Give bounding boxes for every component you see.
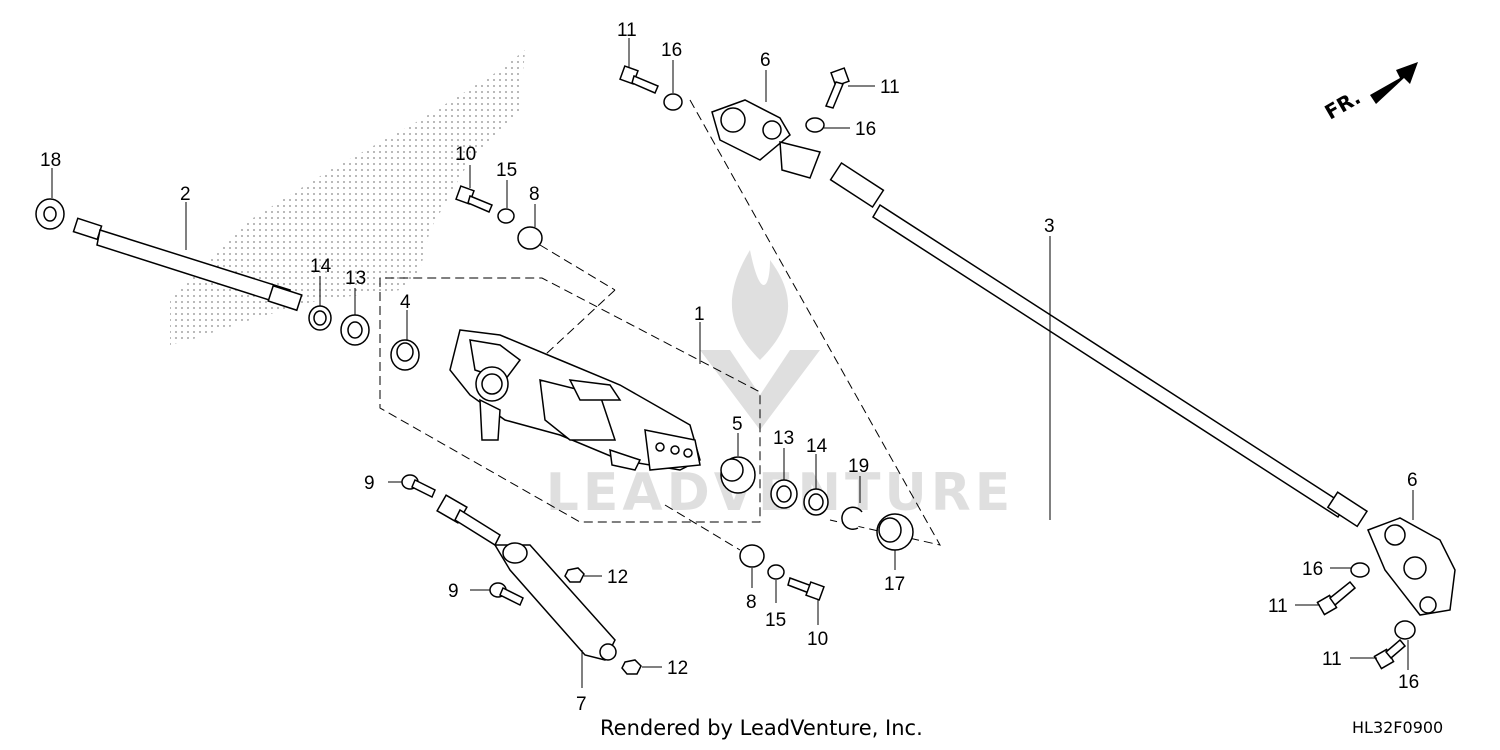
bolt-11-lower-right [1373, 638, 1407, 670]
collar-8-top [517, 226, 543, 250]
callout-14-right: 14 [806, 436, 828, 457]
callout-9-top: 9 [364, 473, 375, 494]
circlip-19 [841, 506, 863, 530]
front-direction-arrow: FR. [1321, 62, 1418, 124]
washer-16-upper-right [805, 117, 825, 133]
callout-14-left: 14 [310, 256, 332, 277]
washer-16-lower-left [1350, 562, 1370, 578]
bolt-10-top [455, 185, 493, 213]
callout-8-bottom: 8 [746, 592, 757, 613]
svg-text:FR.: FR. [1321, 85, 1365, 124]
callout-18: 18 [40, 150, 61, 171]
callout-11-upper-left: 11 [617, 20, 637, 41]
callout-3: 3 [1044, 216, 1055, 237]
callout-19: 19 [848, 456, 869, 477]
dotted-shading [170, 50, 525, 345]
diagram-code: HL32F0900 [1352, 718, 1444, 737]
leadventure-watermark: LEADVENTURE [546, 250, 1010, 523]
callout-15-top: 15 [496, 160, 517, 181]
callout-1: 1 [694, 304, 705, 325]
callout-16-lower-left: 16 [1302, 559, 1323, 580]
universal-joint-6-top [711, 99, 822, 179]
callout-6-right: 6 [1407, 470, 1418, 491]
universal-joint-6-bottom [1367, 517, 1456, 616]
callout-6-top: 6 [760, 50, 771, 71]
render-credit: Rendered by LeadVenture, Inc. [600, 716, 923, 740]
steering-column-housing [449, 329, 701, 471]
callout-15-bottom: 15 [765, 610, 786, 631]
lower-steering-shaft [72, 217, 303, 312]
bolt-10-bottom [787, 577, 825, 601]
washer-15-top [497, 208, 515, 224]
callout-12-top: 12 [607, 567, 628, 588]
callout-11-upper-right: 11 [880, 77, 900, 98]
callout-2: 2 [180, 184, 191, 205]
callout-5: 5 [732, 414, 743, 435]
seal-17 [876, 513, 914, 551]
washer-16-lower-right [1394, 620, 1416, 640]
steering-damper-7 [436, 494, 617, 661]
upper-steering-shaft [829, 161, 1369, 528]
leader-lines [51, 38, 1414, 688]
bushing-5 [720, 456, 756, 494]
callout-13-right: 13 [773, 428, 794, 449]
callout-8-top: 8 [529, 184, 540, 205]
callout-16-upper-left: 16 [661, 40, 682, 61]
callout-9-bottom: 9 [448, 581, 459, 602]
callout-10-bottom: 10 [807, 629, 828, 650]
callout-11-lower-left: 11 [1268, 596, 1288, 617]
callout-7: 7 [576, 694, 587, 715]
assembly-dashed-outline [379, 99, 941, 551]
washer-16-upper-left [663, 93, 683, 111]
callout-17: 17 [884, 574, 905, 595]
nut-12-bottom [621, 659, 642, 675]
bolt-9-top [401, 474, 436, 499]
callout-16-upper-right: 16 [855, 119, 876, 140]
callout-labels: 18 2 14 13 4 10 15 8 1 5 13 14 19 17 8 1… [40, 20, 1419, 715]
washer-15-bottom [767, 564, 785, 580]
callout-13-left: 13 [345, 268, 366, 289]
callout-11-lower-right: 11 [1322, 649, 1342, 670]
callout-4: 4 [400, 292, 411, 313]
bolt-11-lower-left [1316, 580, 1357, 616]
bolt-11-upper-left [619, 65, 659, 94]
collar-8-bottom [739, 544, 765, 568]
callout-10-top: 10 [455, 144, 476, 165]
bolt-9-bottom [489, 582, 524, 607]
bolt-11-upper-right [824, 67, 850, 109]
bushing-4 [390, 339, 420, 371]
nut-12-top [564, 567, 585, 583]
callout-12-bottom: 12 [667, 658, 688, 679]
callout-16-lower-right: 16 [1398, 672, 1419, 693]
